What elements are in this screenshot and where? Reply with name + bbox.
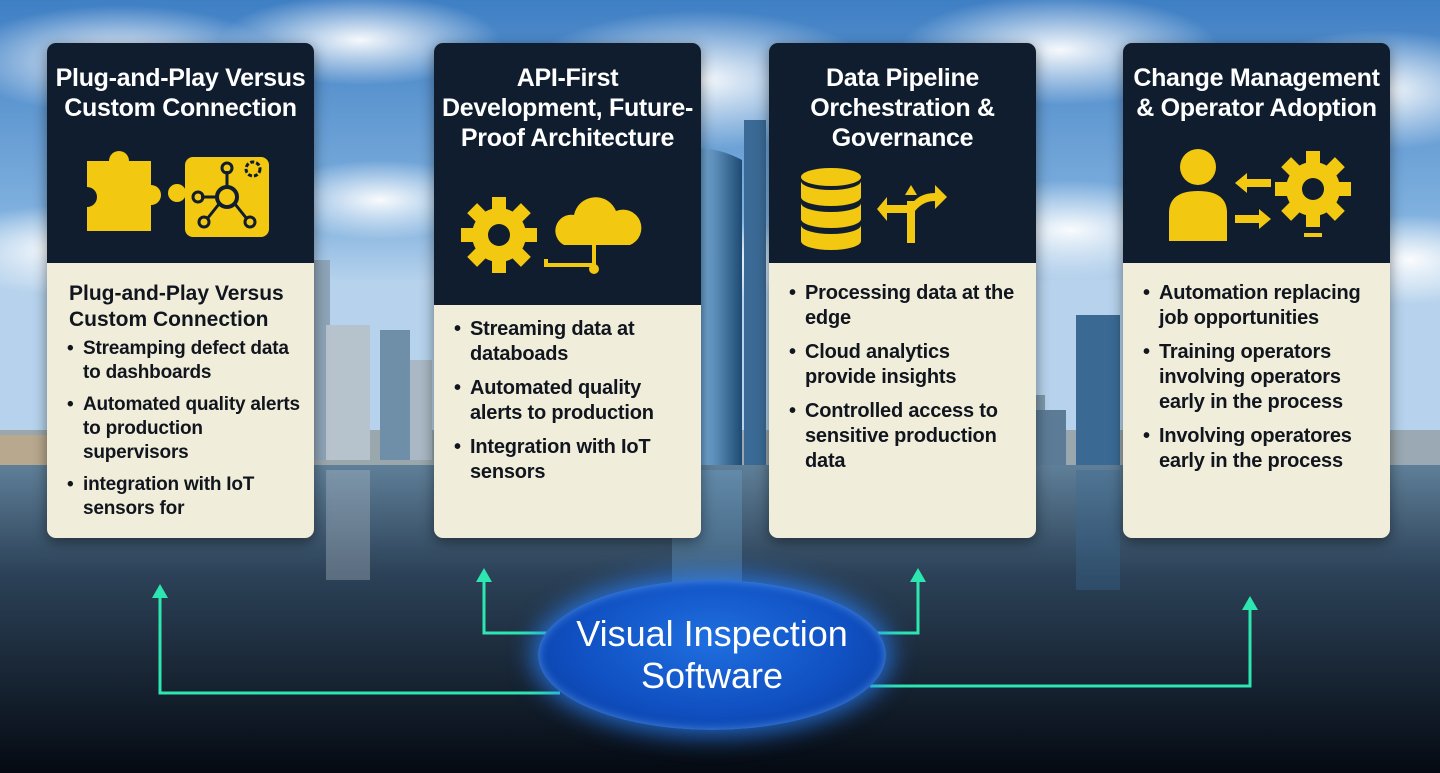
card-change-management: Change Management & Operator Adoption — [1123, 43, 1390, 538]
card-icons — [801, 168, 947, 250]
card-body: Plug-and-Play Versus Custom Connection S… — [47, 263, 314, 538]
card-header: Data Pipeline Orchestration & Governance — [769, 43, 1036, 263]
bullet-item: integration with IoT sensors for — [67, 473, 300, 521]
bullet-item: Training operators involving operators e… — [1143, 340, 1376, 415]
bullet-item: Streaming data at databoads — [454, 317, 687, 367]
exchange-arrows-icon — [1235, 173, 1271, 229]
bullet-item: Automation replacing job opportunities — [1143, 281, 1376, 331]
card-api-first: API-First Development, Future-Proof Arch… — [434, 43, 701, 538]
card-body: Streaming data at databoads Automated qu… — [434, 305, 701, 538]
puzzle-piece-icon — [87, 150, 161, 231]
card-body: Automation replacing job opportunities T… — [1123, 263, 1390, 538]
bullet-list: Processing data at the edge Cloud analyt… — [789, 281, 1022, 474]
bullet-item: Streamping defect data to dashboards — [67, 337, 300, 385]
card-body-heading: Plug-and-Play Versus Custom Connection — [69, 282, 284, 331]
bullet-item: Controlled access to sensitive productio… — [789, 399, 1022, 474]
card-body: Processing data at the edge Cloud analyt… — [769, 263, 1036, 538]
person-icon — [1169, 149, 1227, 241]
split-arrows-icon — [877, 185, 947, 243]
card-data-pipeline: Data Pipeline Orchestration & Governance… — [769, 43, 1036, 538]
card-icons — [461, 197, 642, 274]
bullet-item: Processing data at the edge — [789, 281, 1022, 331]
bullet-list: Automation replacing job opportunities T… — [1143, 281, 1376, 474]
card-title: Change Management & Operator Adoption — [1133, 64, 1380, 122]
gear-icon — [1275, 151, 1351, 237]
bullet-item: Automated quality alerts to production s… — [67, 393, 300, 465]
card-plug-and-play: Plug-and-Play Versus Custom Connection — [47, 43, 314, 538]
card-title: API-First Development, Future-Proof Arch… — [442, 64, 693, 152]
card-header: API-First Development, Future-Proof Arch… — [434, 43, 701, 305]
card-title: Plug-and-Play Versus Custom Connection — [55, 64, 306, 122]
bullet-list: Streaming data at databoads Automated qu… — [454, 317, 687, 485]
gear-icon — [461, 197, 537, 273]
hub-label: Visual Inspection Software — [576, 613, 848, 696]
card-header: Change Management & Operator Adoption — [1123, 43, 1390, 263]
bullet-item: Automated quality alerts to production — [454, 376, 687, 426]
bullet-list: Streamping defect data to dashboards Aut… — [67, 337, 300, 521]
database-icon — [801, 168, 861, 250]
card-title: Data Pipeline Orchestration & Governance — [810, 64, 995, 152]
bullet-item: Cloud analytics provide insights — [789, 340, 1022, 390]
bullet-item: Integration with IoT sensors — [454, 435, 687, 485]
bullet-item: Involving operatores early in the proces… — [1143, 424, 1376, 474]
visual-inspection-software-hub: Visual Inspection Software — [538, 580, 886, 730]
card-icons — [1169, 149, 1351, 241]
circuit-node-icon — [168, 157, 269, 237]
card-header: Plug-and-Play Versus Custom Connection — [47, 43, 314, 263]
cloud-icon — [544, 197, 642, 274]
card-icons — [87, 150, 269, 237]
